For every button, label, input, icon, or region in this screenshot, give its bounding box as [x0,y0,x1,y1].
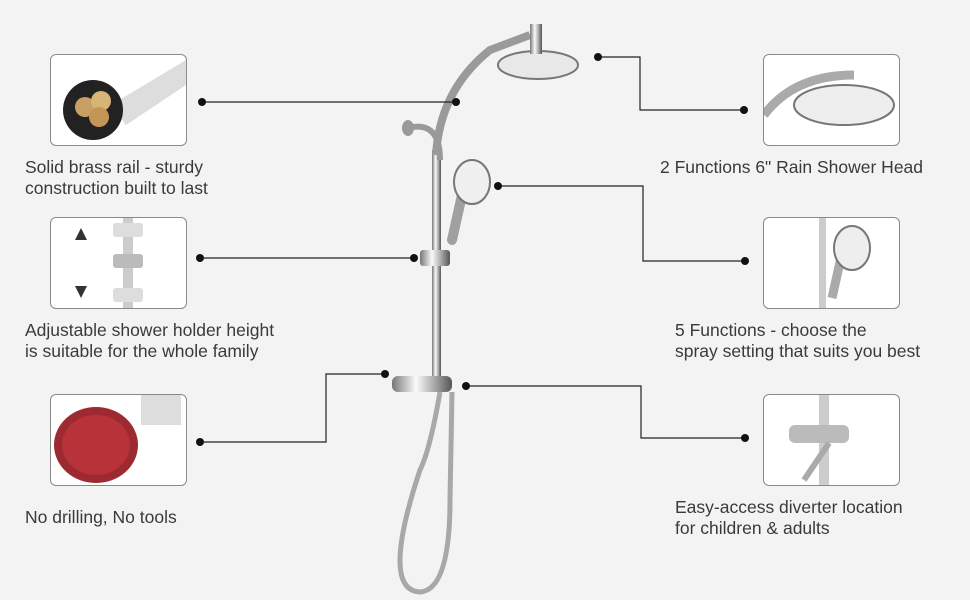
hose [397,391,455,595]
feature-caption-no-drilling: No drilling, No tools [25,507,177,528]
caption-line: construction built to last [25,178,208,198]
no-drilling-thumbnail [50,394,187,486]
rain-head-thumbnail [763,54,900,146]
feature-caption-holder-height: Adjustable shower holder height is suita… [25,320,274,362]
connector-lines [200,56,745,443]
connector-dots [196,53,749,446]
caption-line: 2 Functions 6" Rain Shower Head [660,157,924,177]
diverter-thumbnail [763,394,900,486]
caption-line: Easy-access diverter location [675,497,903,517]
feature-caption-brass-rail: Solid brass rail - sturdy construction b… [25,157,208,199]
caption-line: 5 Functions - choose the [675,320,867,340]
slider-holder [420,250,450,266]
feature-caption-hand-shower: 5 Functions - choose the spray setting t… [675,320,920,362]
slide-rail [432,150,441,390]
caption-line: is suitable for the whole family [25,341,259,361]
caption-line: spray setting that suits you best [675,341,921,361]
feature-caption-rain-head: 2 Functions 6" Rain Shower Head [660,157,923,178]
hand-shower-handle [447,190,467,245]
diverter [392,376,452,392]
rain-shower-head [497,50,579,80]
holder-height-thumbnail [50,217,187,309]
hand-shower-head [453,159,491,205]
caption-line: for children & adults [675,518,830,538]
feature-caption-diverter: Easy-access diverter location for childr… [675,497,903,539]
hand-shower-thumbnail [763,217,900,309]
brass-rail-thumbnail [50,54,187,146]
caption-line: Solid brass rail - sturdy [25,157,203,177]
caption-line: Adjustable shower holder height [25,320,275,340]
caption-line: No drilling, No tools [25,507,177,527]
